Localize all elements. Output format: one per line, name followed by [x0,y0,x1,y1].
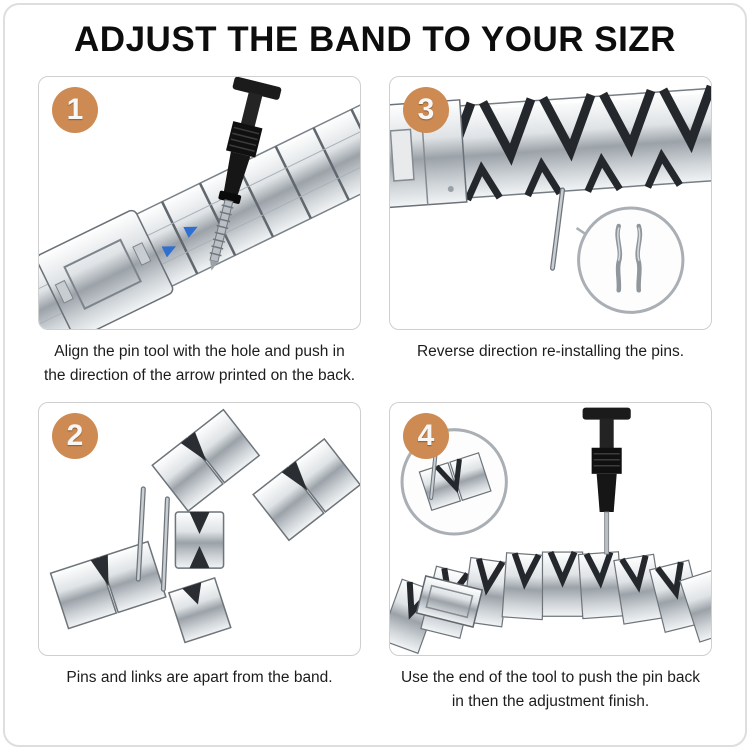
page-title: ADJUST THE BAND TO YOUR SIZR [74,20,676,59]
step-panel-1: 1 [38,76,361,388]
step-panel-2: 2 [38,402,361,714]
direction-arrows-icon [161,226,198,258]
separated-link-left [49,540,167,630]
step-number-badge: 3 [403,87,449,133]
separated-link-top [151,408,261,513]
step-3-caption: Reverse direction re-installing the pins… [416,343,685,360]
separated-link-bottom [167,577,232,644]
step-panel-3: 3 [389,76,712,388]
steps-grid: 1 [0,76,750,714]
removed-pin [549,187,566,271]
step-number-badge: 4 [403,413,449,460]
step-2-image-box: 2 [38,402,361,657]
band-clasp [415,575,484,628]
step-2-illustration [49,408,360,644]
step-number-badge: 2 [52,413,98,460]
step-3-illustration [390,84,711,314]
pin-removal-tool [209,77,282,271]
watch-band [39,89,360,329]
watch-band [390,84,711,209]
zoom-inset-circle [575,206,685,314]
step-1-image-box: 1 [38,76,361,330]
curved-watch-band [390,550,711,655]
step-1-illustration [39,77,360,329]
separated-link-right [252,437,360,542]
step-1-caption: Align the pin tool with the hole and pus… [43,343,356,385]
step-panel-4: 4 [389,402,712,714]
step-number-badge: 1 [52,87,98,133]
step-4-image-box: 4 [389,402,712,657]
step-4-caption: Use the end of the tool to push the pin … [400,669,700,711]
separated-link-center [174,511,225,569]
pin-push-tool [582,407,631,555]
band-clasp [39,209,174,329]
loose-pins [135,486,170,592]
step-3-image-box: 3 [389,76,712,330]
step-2-caption: Pins and links are apart from the band. [66,669,333,687]
